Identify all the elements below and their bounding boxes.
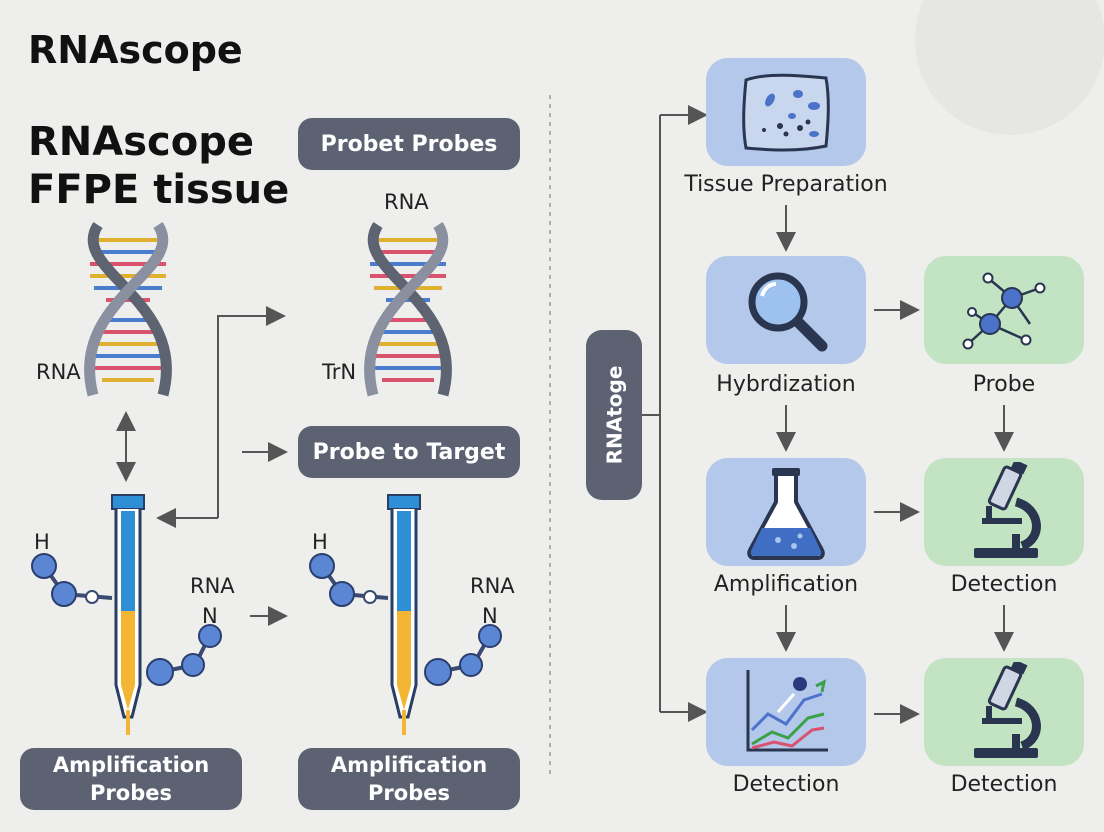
probe-box bbox=[924, 256, 1084, 364]
magnifier-icon bbox=[748, 272, 828, 352]
network-molecule-icon bbox=[962, 272, 1046, 350]
pill-line: Amplification bbox=[330, 753, 488, 777]
molecule-chain-icon bbox=[146, 624, 222, 686]
tissue-preparation-label: Tissue Preparation bbox=[684, 172, 888, 197]
side-pill-text: RNAtoge bbox=[602, 365, 626, 465]
detection-label-bottom-left: Detection bbox=[732, 772, 840, 797]
background-circle bbox=[915, 0, 1104, 135]
rna-label: RNA bbox=[384, 190, 429, 214]
rna-label: RNA bbox=[470, 574, 515, 598]
pill-line: Probes bbox=[368, 781, 450, 805]
h-label: H bbox=[312, 530, 328, 554]
amplification-box bbox=[706, 458, 866, 566]
section-heading-line1: RNAscope bbox=[28, 119, 254, 165]
tissue-cells-icon bbox=[742, 73, 830, 152]
molecule-chain-icon bbox=[309, 553, 389, 607]
pill-line: Probes bbox=[90, 781, 172, 805]
probe-tube-icon bbox=[387, 494, 421, 735]
flask-icon bbox=[747, 468, 825, 560]
page-title: RNAscope bbox=[28, 28, 243, 72]
section-heading: RNAscope FFPE tissue bbox=[28, 118, 289, 214]
detection-label-bottom-right: Detection bbox=[950, 772, 1058, 797]
n-label: N bbox=[482, 604, 498, 628]
dna-helix-icon bbox=[364, 221, 452, 397]
line-chart-icon bbox=[746, 670, 828, 752]
probes-pill: Probet Probes bbox=[298, 118, 520, 170]
microscope-icon bbox=[974, 462, 1041, 558]
rna-label: RNA bbox=[36, 360, 81, 384]
probe-to-target-pill: Probe to Target bbox=[298, 426, 520, 478]
hybridization-label: Hybrdization bbox=[716, 372, 856, 397]
amplification-probes-pill-right: Amplification Probes bbox=[298, 748, 520, 810]
detection-box-mid bbox=[924, 458, 1084, 566]
detection-label-mid: Detection bbox=[950, 572, 1058, 597]
amplification-label: Amplification bbox=[713, 572, 859, 597]
molecule-chain-icon bbox=[424, 624, 502, 686]
rna-label: RNA bbox=[190, 574, 235, 598]
n-label: N bbox=[202, 604, 218, 628]
hybridization-box bbox=[706, 256, 866, 364]
trn-label: TrN bbox=[322, 360, 357, 384]
probe-label: Probe bbox=[972, 372, 1036, 397]
section-heading-line2: FFPE tissue bbox=[28, 167, 290, 213]
tissue-preparation-box bbox=[706, 58, 866, 166]
detection-box-bottom-left bbox=[706, 658, 866, 766]
h-label: H bbox=[34, 530, 50, 554]
dna-helix-icon bbox=[84, 221, 172, 397]
probe-tube-icon bbox=[111, 494, 145, 735]
rnatoge-side-pill: RNAtoge bbox=[586, 330, 642, 500]
amplification-probes-pill-left: Amplification Probes bbox=[20, 748, 242, 810]
microscope-icon bbox=[974, 662, 1041, 758]
connector-arrow bbox=[217, 306, 286, 518]
molecule-chain-icon bbox=[31, 553, 113, 607]
pill-line: Amplification bbox=[52, 753, 210, 777]
detection-box-bottom-right bbox=[924, 658, 1084, 766]
